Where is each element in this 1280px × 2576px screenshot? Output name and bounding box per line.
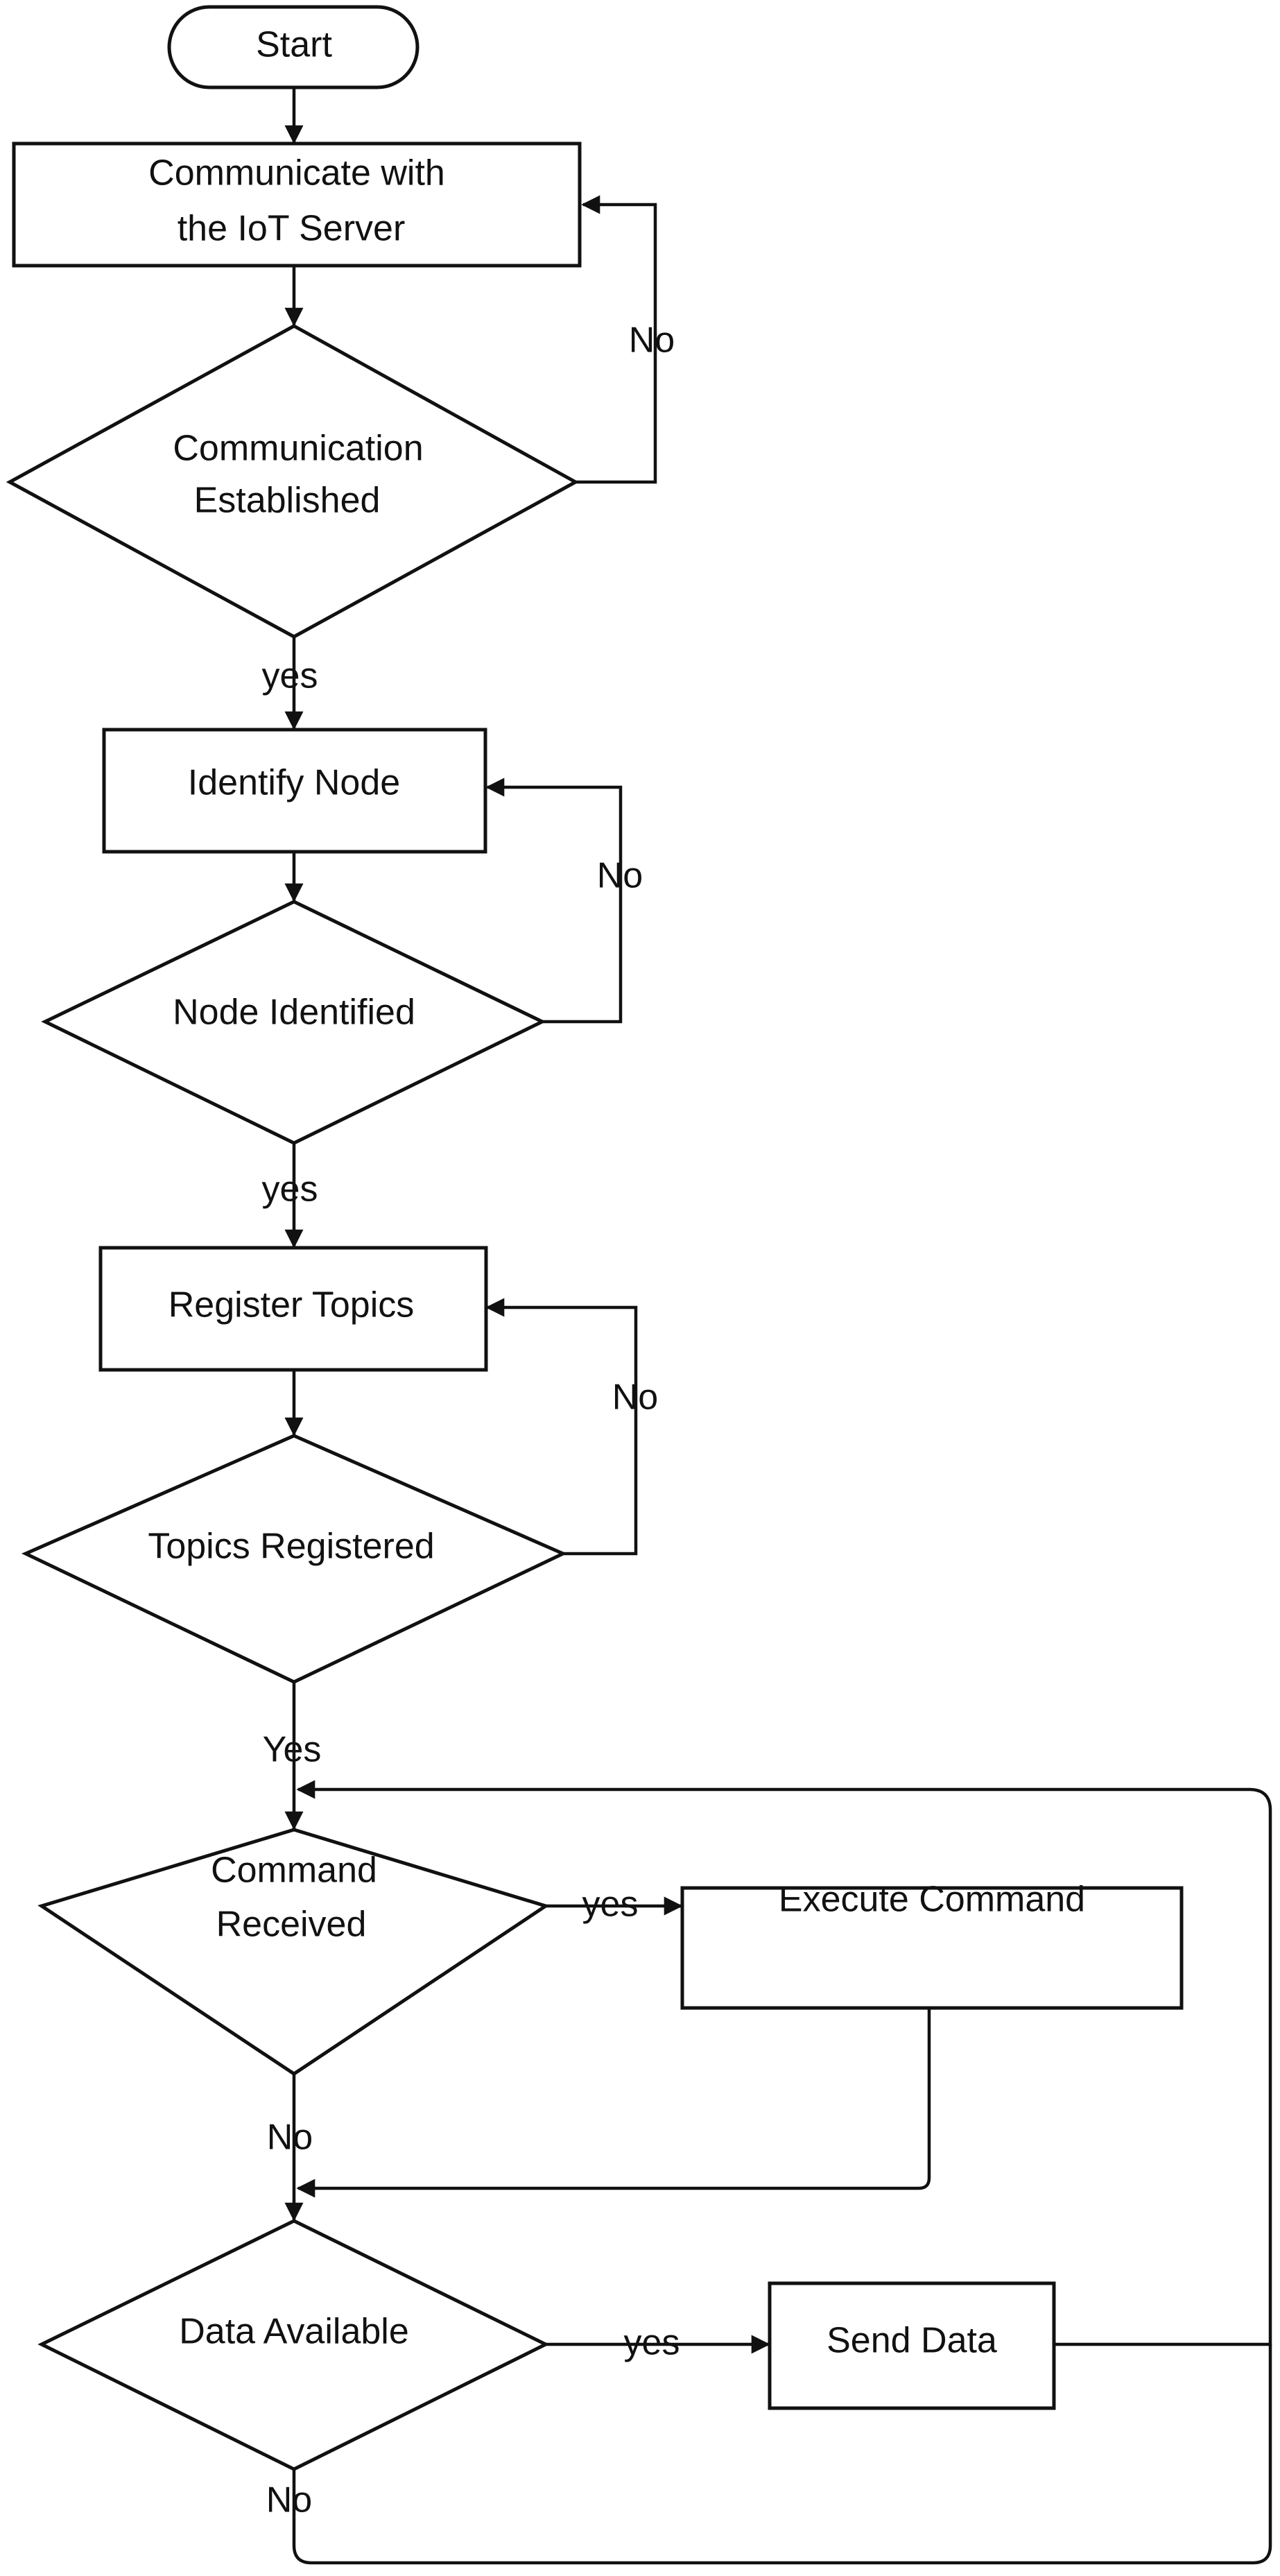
command-received-label-line2: Received [216, 1905, 367, 1945]
edge-execute-to-merge [296, 2008, 931, 2198]
edge-label-no-1: No [629, 320, 675, 361]
data-available-label: Data Available [179, 2312, 409, 2352]
shapes [6, 5, 1184, 2471]
communication-established-decision [6, 324, 580, 639]
edge-no-loop-communication [576, 195, 657, 484]
node-labels: Start Communicate with the IoT Server Co… [148, 25, 1085, 2361]
edge-label-yes-1: yes [262, 656, 318, 696]
node-identified-decision [41, 900, 546, 1145]
execute-command-label: Execute Command [779, 1880, 1085, 1920]
edge-label-yes-command: yes [582, 1884, 639, 1925]
communication-established-label-line1: Communication [173, 429, 423, 469]
communicate-process [12, 141, 582, 268]
data-available-decision [37, 2219, 550, 2471]
communication-established-label-line2: Established [194, 481, 381, 521]
edge-no-loop-register [485, 1298, 638, 1556]
topics-registered-label: Topics Registered [148, 1527, 434, 1567]
communicate-label-line2: the IoT Server [178, 209, 406, 249]
register-topics-label: Register Topics [168, 1285, 415, 1325]
edge-label-no-command: No [267, 2118, 313, 2158]
send-data-label: Send Data [827, 2321, 997, 2361]
node-identified-label: Node Identified [173, 993, 415, 1033]
start-terminal [167, 5, 420, 89]
edge-label-no-data: No [266, 2480, 312, 2521]
edge-no-loop-identify [485, 778, 623, 1024]
edge-labels: No yes No yes No Yes yes No yes No [262, 320, 680, 2521]
identify-node-process [102, 728, 487, 854]
start-label: Start [256, 25, 332, 65]
edge-label-yes-3: Yes [263, 1730, 322, 1770]
connectors [284, 89, 1272, 2565]
identify-node-label: Identify Node [188, 763, 400, 803]
edge-label-yes-data: yes [624, 2323, 680, 2363]
command-received-label-line1: Command [211, 1851, 377, 1891]
register-topics-process [98, 1246, 488, 1372]
communicate-label-line1: Communicate with [148, 153, 445, 194]
execute-command-process [680, 1886, 1184, 2010]
edge-label-no-3: No [612, 1377, 658, 1418]
edge-label-yes-2: yes [262, 1169, 318, 1210]
edge-no-data-loop-back [292, 2344, 1272, 2565]
edge-label-no-2: No [597, 856, 643, 896]
command-received-decision [37, 1828, 550, 2077]
send-data-process [768, 2281, 1056, 2410]
topics-registered-decision [21, 1434, 568, 1684]
edge-send-data-loop-back [296, 1780, 1272, 2346]
